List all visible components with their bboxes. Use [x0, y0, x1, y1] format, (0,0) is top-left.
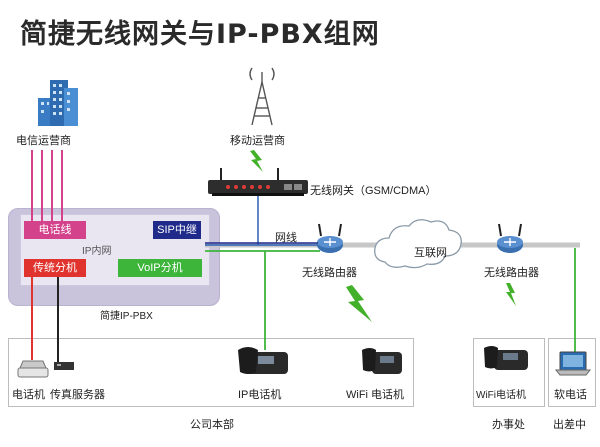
phone-icon	[17, 360, 49, 378]
wifi-phone-icon	[362, 348, 402, 374]
wireless-gateway-device	[208, 168, 308, 196]
branch-wifi-phone-icon	[484, 346, 528, 370]
phone-line-tag: 电话线	[24, 221, 86, 239]
router2-label: 无线路由器	[484, 267, 539, 279]
phone-lines	[31, 150, 63, 222]
analog-ext-tag: 传统分机	[24, 259, 86, 277]
voip-lines	[205, 248, 576, 352]
router-icon-1	[317, 223, 343, 253]
ip-phone-label: IP电话机	[238, 389, 282, 401]
network-cable-label: 网线	[275, 232, 297, 244]
branch-label: 办事处	[492, 419, 525, 431]
telecom-label: 电信运营商	[16, 135, 71, 147]
headquarters-label: 公司本部	[190, 419, 234, 431]
internet-label: 互联网	[414, 247, 447, 259]
internet-cloud-icon	[374, 219, 462, 269]
softphone-label: 软电话	[554, 389, 587, 401]
wifi-signal-icons	[250, 150, 516, 322]
ip-phone-icon	[238, 347, 288, 374]
cell-tower-icon	[249, 67, 275, 126]
branch-wifi-phone-label: WiFi电话机	[476, 390, 526, 401]
laptop-icon	[554, 351, 592, 376]
fax-server-icon	[54, 362, 74, 370]
gateway-label: 无线网关（GSM/CDMA）	[310, 185, 437, 197]
headquarters-box	[8, 338, 414, 407]
sip-trunk-tag: SIP中继	[153, 221, 201, 239]
ip-lan-label: IP内网	[82, 246, 112, 257]
router-icon-2	[497, 223, 523, 253]
travel-label: 出差中	[553, 419, 586, 431]
page-title: 简捷无线网关与IP-PBX组网	[20, 19, 380, 50]
wifi-phone-label: WiFi 电话机	[346, 389, 405, 401]
voip-ext-tag: VoIP分机	[118, 259, 202, 277]
phone-label: 电话机	[12, 389, 45, 401]
mobile-operator-label: 移动运营商	[230, 135, 285, 147]
router1-label: 无线路由器	[302, 267, 357, 279]
fax-label: 传真服务器	[50, 389, 105, 401]
building-icon	[38, 80, 78, 126]
pbx-label: 简捷IP-PBX	[100, 311, 153, 322]
